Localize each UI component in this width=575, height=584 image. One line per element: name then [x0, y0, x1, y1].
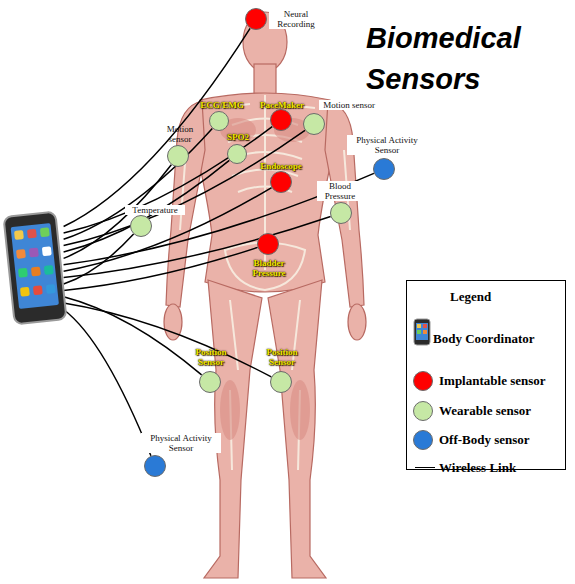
sensor-label: Position Sensor — [257, 347, 307, 367]
neck — [254, 64, 276, 94]
sensor-label: Position Sensor — [187, 347, 235, 367]
legend-swatch — [413, 401, 433, 421]
sensor-circle: Motion sensor — [303, 113, 325, 135]
torso — [194, 93, 336, 292]
wireless-link — [64, 173, 374, 264]
link-sample — [415, 467, 435, 468]
wireless-link — [64, 217, 331, 278]
legend-swatch — [413, 430, 433, 450]
right-arm — [325, 101, 364, 307]
phone-icon — [414, 319, 430, 345]
sensor-circle: Motion sensor — [167, 145, 189, 167]
wireless-link — [64, 310, 151, 456]
sensor-circle: Physical Activity Sensor — [144, 455, 166, 477]
sensor-circle: Position Sensor — [270, 371, 292, 393]
app-icon — [18, 268, 28, 278]
body-coordinator-phone — [2, 210, 67, 325]
legend-heading: Legend — [450, 289, 491, 304]
wireless-link — [64, 128, 213, 239]
app-icon — [29, 248, 39, 258]
phone-screen — [11, 223, 59, 309]
legend-box: LegendBody CoordinatorImplantable sensor… — [406, 280, 566, 470]
app-icon — [27, 229, 37, 239]
sensor-circle: Temperature — [130, 215, 152, 237]
title-text: Biomedical Sensors — [366, 22, 521, 95]
sensor-label: PaceMaker — [255, 100, 309, 110]
diagram-title: Biomedical Sensors — [366, 18, 552, 100]
sensor-label: Blood Pressure — [317, 181, 363, 201]
wireless-link — [64, 160, 230, 252]
legend-text: Wireless Link — [439, 460, 516, 475]
sensor-circle: Neural Recording — [245, 8, 267, 30]
sensor-circle: PaceMaker — [270, 109, 292, 131]
legend-text: Wearable sensor — [439, 403, 531, 418]
sensor-label: Physical Activity Sensor — [347, 135, 427, 155]
wireless-link — [64, 247, 258, 290]
right-hand — [348, 304, 366, 340]
sensor-label: Bladder Pressure — [244, 258, 294, 278]
sensor-circle: ECG/EMG — [209, 111, 229, 131]
app-icon — [33, 285, 43, 295]
sensor-label: Physical Activity Sensor — [141, 433, 221, 453]
muscles — [220, 118, 310, 440]
sensor-label: Motion sensor — [162, 124, 198, 144]
wireless-link — [64, 28, 251, 226]
sensor-circle: Bladder Pressure — [257, 233, 279, 255]
wireless-link — [64, 188, 272, 272]
app-icon — [42, 246, 52, 256]
legend-text: Body Coordinator — [433, 331, 534, 346]
skeleton — [180, 95, 350, 470]
wireless-link — [64, 303, 272, 377]
sensor-label: SPO2 — [221, 132, 255, 142]
app-icon — [46, 284, 56, 294]
sensor-circle: Physical Activity Sensor — [373, 158, 395, 180]
sensor-label: Neural Recording — [269, 9, 323, 29]
sensor-circle: Blood Pressure — [330, 202, 352, 224]
app-icon — [20, 287, 30, 297]
sensor-label: ECG/EMG — [195, 100, 249, 110]
app-icon — [16, 249, 26, 259]
legend-swatch — [413, 371, 433, 391]
wireless-link — [64, 127, 273, 233]
app-icon — [14, 230, 24, 240]
app-icon — [31, 266, 41, 276]
sensor-label: Motion sensor — [319, 100, 379, 110]
legend-text: Off-Body sensor — [439, 432, 530, 447]
sensor-label: Temperature — [125, 205, 185, 215]
sensor-circle: Position Sensor — [199, 371, 221, 393]
sensor-label: Endoscope — [253, 161, 309, 171]
sensor-circle: Endoscope — [270, 171, 292, 193]
app-icon — [40, 227, 50, 237]
app-icon — [44, 265, 54, 275]
legend-text: Implantable sensor — [439, 373, 546, 388]
sensor-circle: SPO2 — [227, 144, 247, 164]
wireless-link — [64, 234, 134, 284]
wireless-link — [64, 130, 305, 245]
